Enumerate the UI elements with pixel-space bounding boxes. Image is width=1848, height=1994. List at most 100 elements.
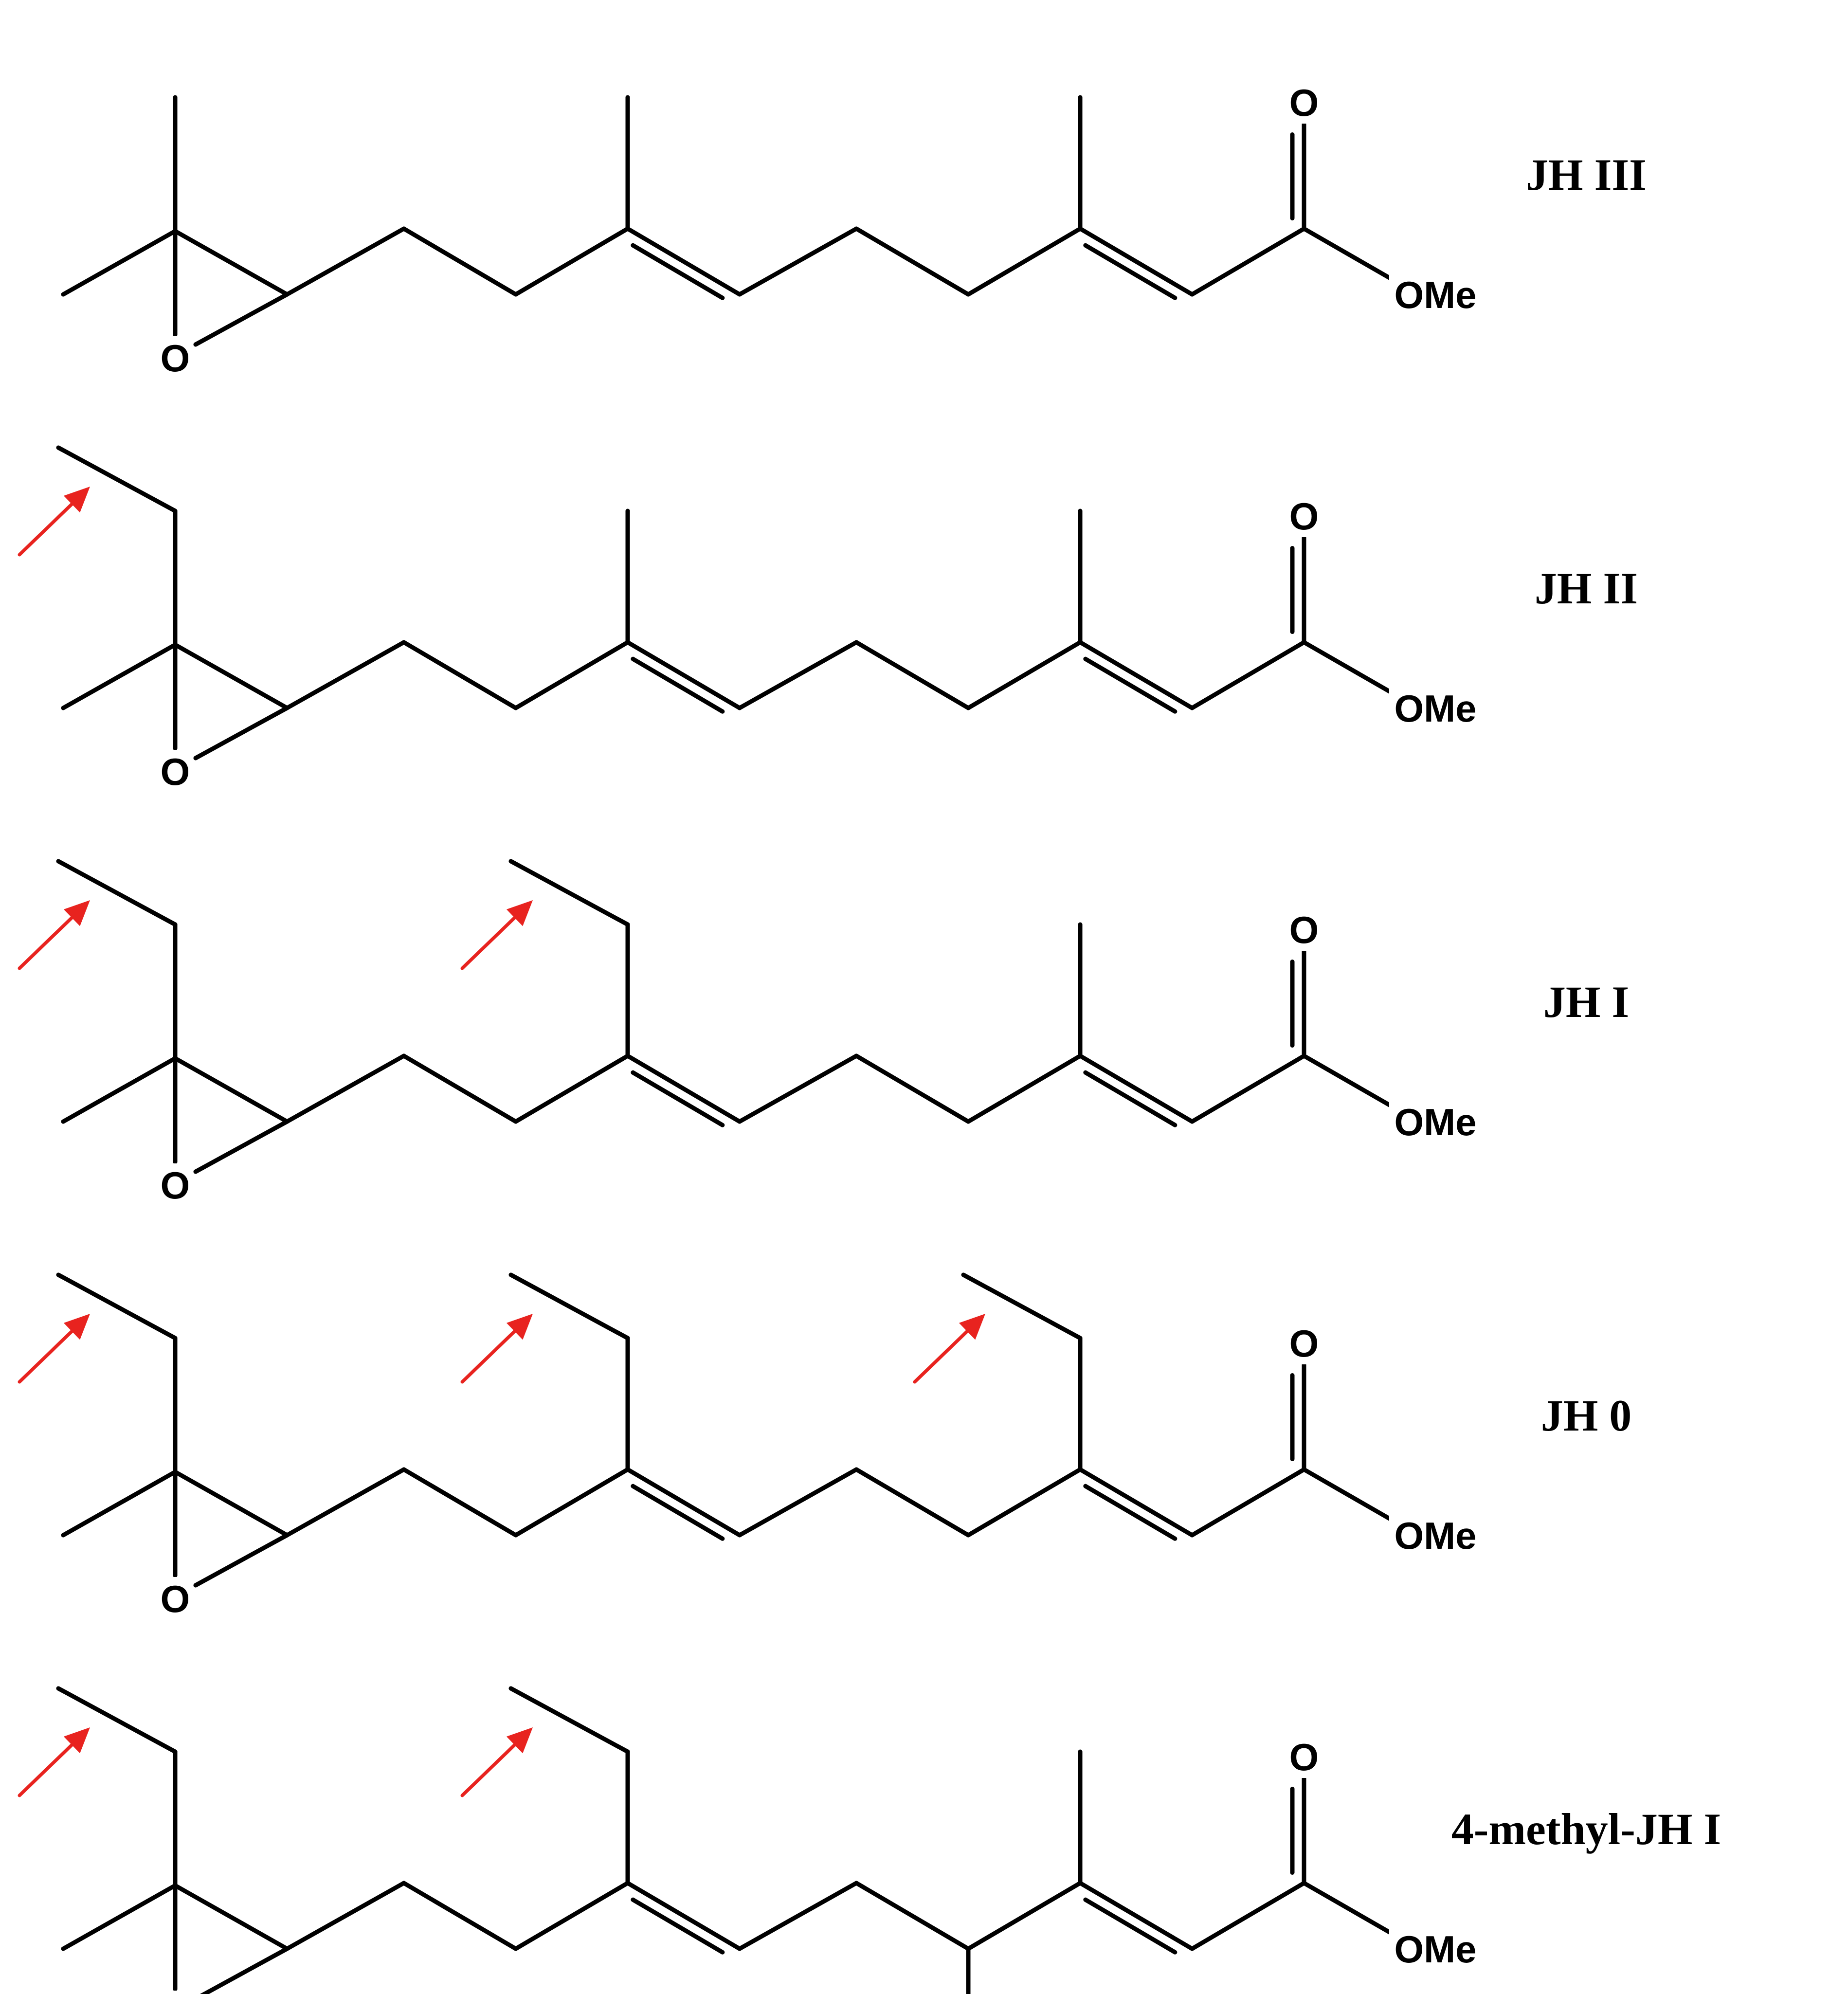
ester-o-bond: [1302, 226, 1404, 287]
chain-bond: [513, 1467, 630, 1538]
chain-bond: [966, 1053, 1083, 1124]
ethyl-arrow-2-head: [506, 1314, 533, 1340]
c2-c3-double-bond: [1078, 1881, 1195, 1951]
chain-bond: [1190, 1053, 1306, 1124]
c7-ethyl-bond: [508, 1272, 630, 1341]
c2-c3-double-bond-inner: [1083, 1897, 1178, 1955]
ester-label-mask: [1389, 273, 1482, 316]
c6-c7-double-bond-inner: [631, 243, 725, 300]
ethyl-arrow-1: [18, 1314, 90, 1384]
ester-label: OMe: [1394, 1928, 1476, 1971]
ethyl-arrow-2-shaft: [460, 1743, 517, 1797]
ester-label-mask: [1389, 1927, 1482, 1970]
ethyl-arrow-1-shaft: [18, 916, 74, 970]
c2-c3-double-bond-inner: [1083, 1484, 1178, 1541]
chain-bond: [854, 640, 971, 710]
ethyl-arrow-3-head: [959, 1314, 985, 1340]
ethyl-arrow-1-head: [63, 487, 90, 513]
chain-bond: [854, 1881, 971, 1951]
c6-c7-double-bond: [625, 1467, 742, 1538]
chain-bond: [737, 226, 859, 297]
epoxide-o-c-bond: [193, 706, 290, 761]
chain-bond: [737, 1467, 859, 1538]
carbonyl-oxygen-label: O: [1289, 495, 1319, 538]
compound-name: JH I: [1543, 977, 1629, 1027]
compound-name: JH II: [1535, 563, 1638, 613]
chain-bond: [285, 1467, 406, 1538]
chain-bond: [966, 640, 1083, 710]
c2-c3-double-bond: [1078, 226, 1195, 297]
chain-bond: [1190, 640, 1306, 710]
c6-c7-double-bond-inner: [631, 1484, 725, 1541]
ethyl-arrow-2-head: [506, 900, 533, 926]
chain-bond: [854, 1467, 971, 1538]
carbonyl-oxygen-label: O: [1289, 1322, 1319, 1365]
c7-ethyl-bond: [508, 1686, 630, 1754]
carbonyl-oxygen-label-mask: [1287, 81, 1321, 124]
carbonyl-oxygen-label-mask: [1287, 908, 1321, 951]
ethyl-arrow-2-shaft: [460, 1329, 517, 1384]
ethyl-arrow-2: [460, 1314, 533, 1384]
ester-o-bond: [1302, 1881, 1404, 1941]
c2-c3-double-bond: [1078, 640, 1195, 710]
c11-ethyl-bond: [56, 1686, 178, 1754]
c2-c3-double-bond-inner: [1083, 243, 1178, 300]
c6-c7-double-bond-inner: [631, 656, 725, 714]
chain-bond: [401, 226, 518, 297]
chain-bond: [401, 640, 518, 710]
ethyl-arrow-3-shaft: [913, 1329, 969, 1384]
ethyl-arrow-1-shaft: [18, 1329, 74, 1384]
chain-bond: [966, 226, 1083, 297]
chain-bond: [737, 1053, 859, 1124]
ester-o-bond: [1302, 1467, 1404, 1528]
chain-bond: [401, 1053, 518, 1124]
c11-methyl-bond: [61, 229, 178, 297]
ester-label: OMe: [1394, 273, 1476, 316]
ethyl-arrow-1-shaft: [18, 502, 74, 557]
chain-bond: [285, 640, 406, 710]
ethyl-arrow-2-head: [506, 1727, 533, 1754]
ethyl-arrow-1-shaft: [18, 1743, 74, 1797]
chain-bond: [513, 640, 630, 710]
ethyl-arrow-1-head: [63, 1727, 90, 1754]
c11-methyl-bond: [61, 1883, 178, 1951]
chain-bond: [513, 1053, 630, 1124]
chain-bond: [854, 226, 971, 297]
c11-ethyl-bond: [56, 859, 178, 927]
chain-bond: [854, 1053, 971, 1124]
chain-bond: [737, 1881, 859, 1951]
carbonyl-oxygen-label: O: [1289, 1736, 1319, 1778]
compound-name: JH 0: [1541, 1391, 1632, 1440]
carbonyl-oxygen-label: O: [1289, 81, 1319, 124]
epoxide-oxygen-label-mask: [158, 336, 192, 379]
ester-label: OMe: [1394, 1101, 1476, 1143]
ethyl-arrow-3: [913, 1314, 985, 1384]
ester-label-mask: [1389, 687, 1482, 729]
carbonyl-oxygen-label-mask: [1287, 1322, 1321, 1364]
epoxide-oxygen-label-mask: [158, 1163, 192, 1206]
c11-ethyl-bond: [56, 1272, 178, 1341]
c6-c7-double-bond: [625, 640, 742, 710]
c3-ethyl-bond: [961, 1272, 1083, 1341]
ester-label: OMe: [1394, 687, 1476, 730]
epoxide-oxygen-label: O: [161, 1991, 190, 1994]
chain-bond: [285, 226, 406, 297]
c2-c3-double-bond-inner: [1083, 656, 1178, 714]
ester-label-mask: [1389, 1100, 1482, 1143]
c2-c3-double-bond-inner: [1083, 1070, 1178, 1127]
compound-5: OOOMe4-methyl-JH I: [18, 1686, 1721, 1994]
epoxide-o-c-bond: [193, 1119, 290, 1174]
ester-o-bond: [1302, 1053, 1404, 1114]
carbonyl-oxygen-label: O: [1289, 908, 1319, 951]
c6-c7-double-bond-inner: [631, 1070, 725, 1127]
epoxide-oxygen-label: O: [161, 1577, 190, 1620]
ester-o-bond: [1302, 640, 1404, 701]
ethyl-arrow-2: [460, 1727, 533, 1797]
epoxide-c-c-bond: [173, 229, 290, 297]
c11-methyl-bond: [61, 1469, 178, 1538]
ethyl-arrow-1-head: [63, 900, 90, 926]
